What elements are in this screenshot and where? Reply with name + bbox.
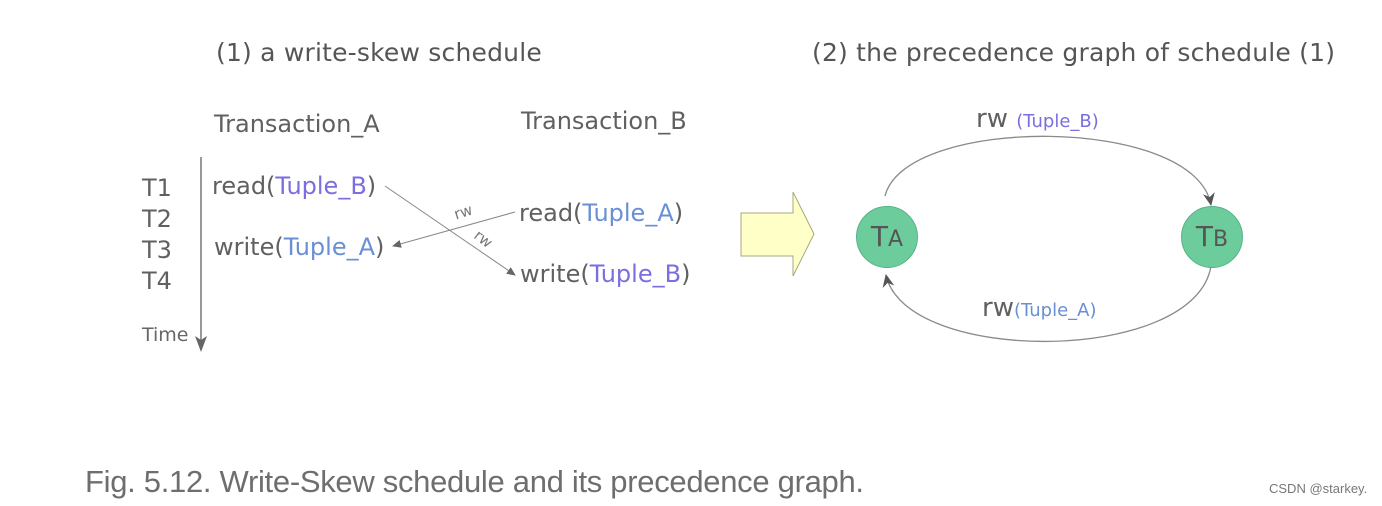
tick-t1: T1 bbox=[142, 174, 172, 202]
bottom-edge-label: rw(Tuple_A) bbox=[982, 293, 1097, 323]
edge-tuple: (Tuple_A) bbox=[1013, 300, 1097, 321]
op-tuple: Tuple_A bbox=[582, 199, 674, 227]
node-ta: TA bbox=[856, 206, 918, 268]
op-b-read: read(Tuple_A) bbox=[519, 199, 683, 227]
op-verb: write( bbox=[214, 233, 284, 261]
block-arrow bbox=[740, 191, 815, 277]
op-tuple: Tuple_A bbox=[283, 233, 376, 261]
op-tuple: Tuple_B bbox=[589, 260, 682, 288]
figure-caption: Fig. 5.12. Write-Skew schedule and its p… bbox=[85, 464, 864, 499]
edge-bottom-curve bbox=[882, 265, 1212, 343]
op-close: ) bbox=[375, 233, 385, 261]
node-tb: TB bbox=[1181, 206, 1243, 268]
op-b-write: write(Tuple_B) bbox=[520, 260, 690, 288]
right-panel-title: (2) the precedence graph of schedule (1) bbox=[812, 38, 1336, 67]
transaction-a-header: Transaction_A bbox=[214, 110, 380, 138]
node-main: T bbox=[870, 220, 889, 253]
op-a-write: write(Tuple_A) bbox=[214, 233, 384, 261]
edge-top-curve bbox=[884, 135, 1215, 206]
op-tuple: Tuple_B bbox=[275, 172, 367, 200]
op-verb: read( bbox=[212, 172, 276, 200]
op-close: ) bbox=[673, 199, 684, 227]
watermark: CSDN @starkey. bbox=[1269, 481, 1368, 496]
edge-rw: rw bbox=[976, 104, 1008, 134]
edge-tuple: (Tuple_B) bbox=[1016, 111, 1099, 132]
op-verb: write( bbox=[520, 260, 590, 288]
tick-t2: T2 bbox=[142, 205, 172, 233]
node-sub: B bbox=[1213, 227, 1229, 252]
tick-t3: T3 bbox=[142, 236, 172, 264]
node-main: T bbox=[1195, 220, 1213, 253]
op-a-read: read(Tuple_B) bbox=[212, 172, 376, 200]
time-label: Time bbox=[142, 324, 189, 346]
edge-rw: rw bbox=[982, 293, 1014, 323]
op-close: ) bbox=[366, 172, 377, 200]
op-verb: read( bbox=[519, 199, 583, 227]
node-sub: A bbox=[888, 227, 904, 252]
transaction-b-header: Transaction_B bbox=[521, 107, 687, 135]
op-close: ) bbox=[681, 260, 691, 288]
top-edge-label: rw (Tuple_B) bbox=[976, 104, 1099, 134]
tick-t4: T4 bbox=[142, 267, 172, 295]
time-axis-arrowhead bbox=[195, 336, 207, 352]
rw-arrow-read-a-to-write-a bbox=[392, 211, 516, 248]
left-panel-title: (1) a write-skew schedule bbox=[216, 38, 542, 67]
